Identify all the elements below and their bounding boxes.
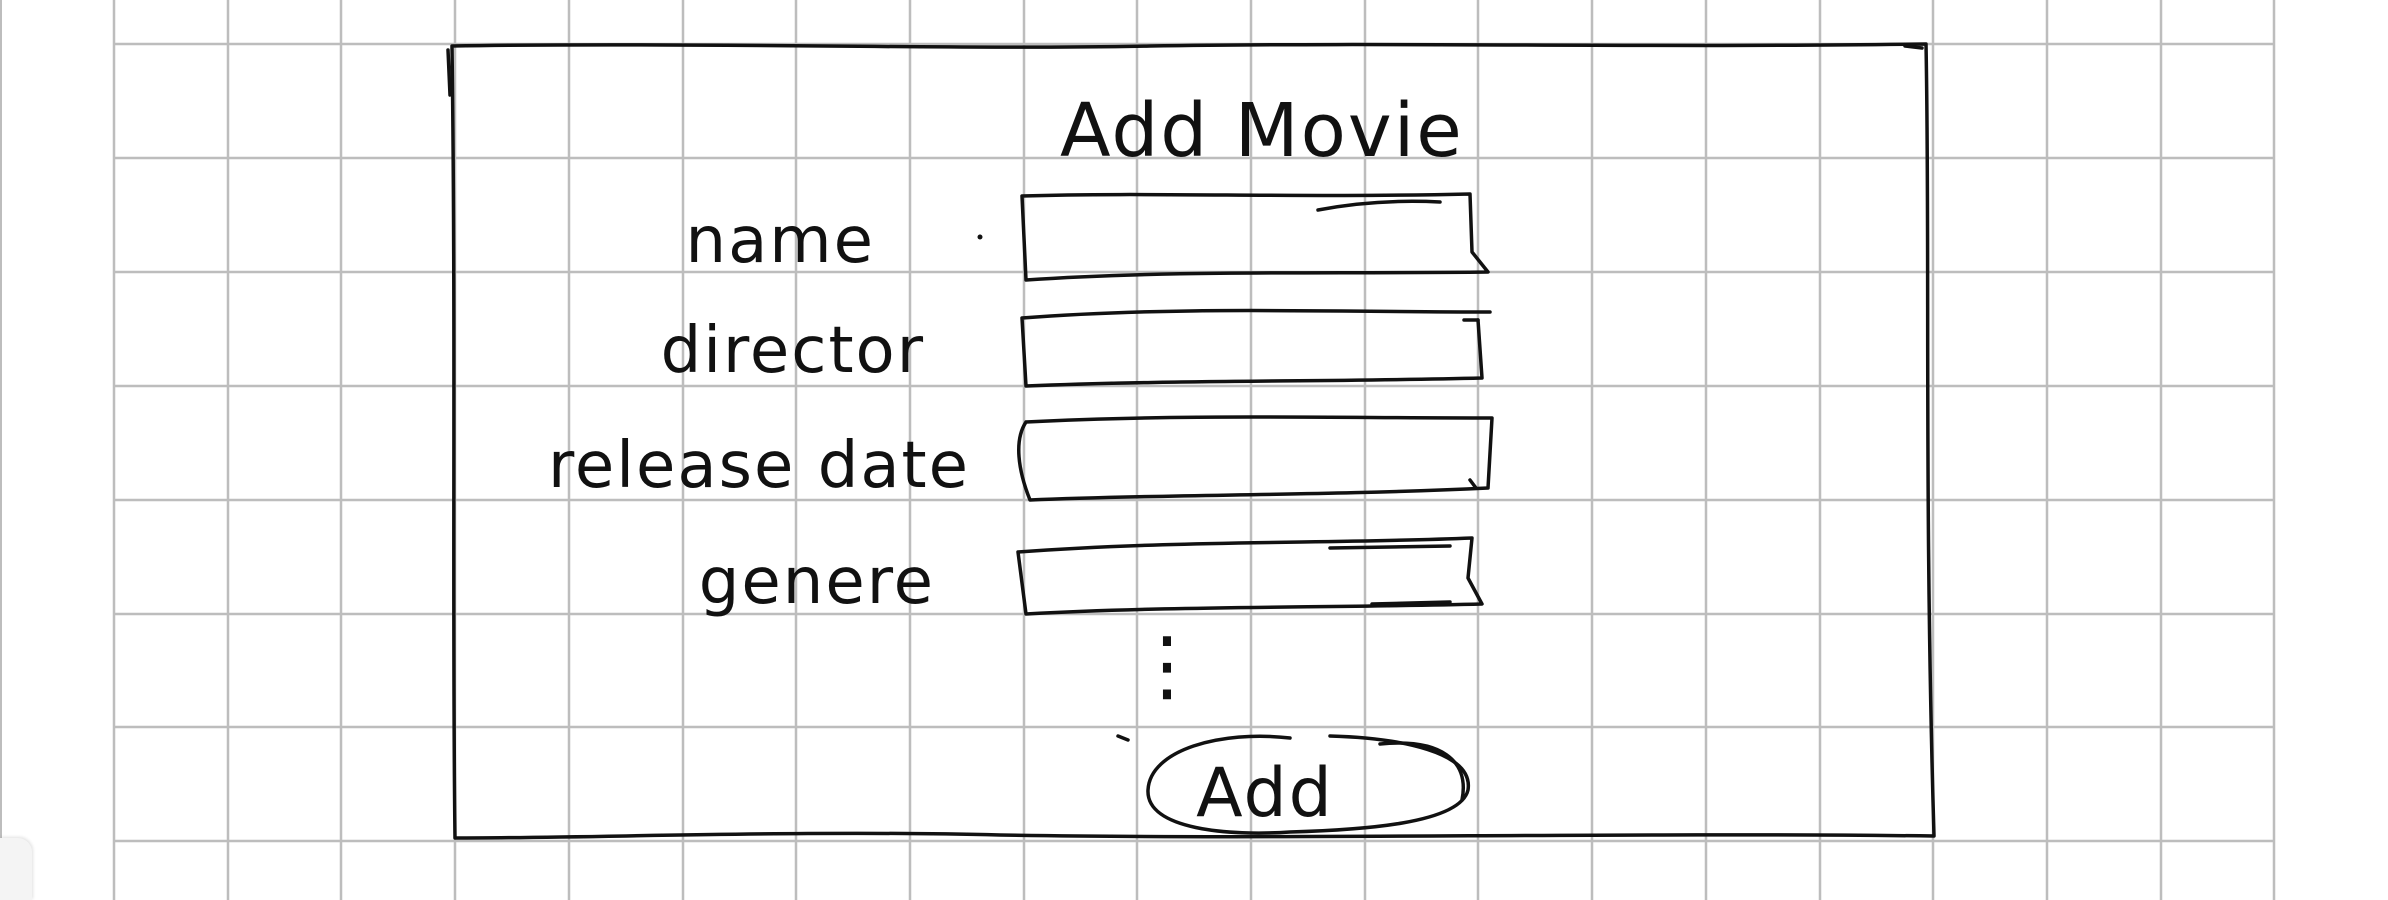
dialog-frame-corner-mark [446, 48, 452, 97]
add-button[interactable]: Add [1116, 734, 1470, 835]
dialog-title: Add Movie [1060, 88, 1464, 174]
dialog-frame-corner-mark [1903, 44, 1924, 50]
add-button-label: Add [1196, 754, 1334, 833]
release-date-input[interactable] [1017, 415, 1494, 502]
field-label-genere: genere [699, 545, 935, 619]
corner-tab [0, 838, 32, 900]
field-label-release-date: release date [548, 429, 970, 503]
dialog-frame [450, 42, 1936, 840]
stray-dot [977, 234, 983, 240]
field-label-name: name [686, 204, 876, 278]
name-input[interactable] [1020, 192, 1490, 282]
more-fields-indicator: ⋮ [1128, 621, 1208, 711]
genere-input[interactable] [1016, 536, 1484, 616]
director-input[interactable] [1020, 308, 1492, 388]
field-label-director: director [661, 314, 925, 388]
